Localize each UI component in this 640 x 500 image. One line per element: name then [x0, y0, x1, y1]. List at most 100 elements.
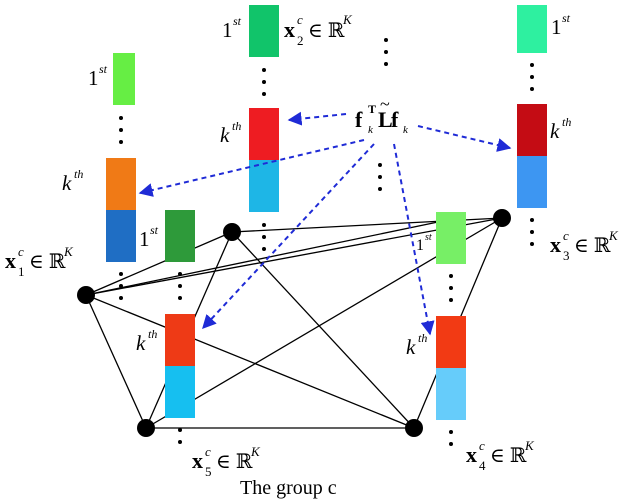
svg-text:th: th: [74, 167, 83, 181]
x3-first-cell: [517, 5, 547, 53]
dots-x2-top: [262, 68, 266, 96]
svg-text:x: x: [466, 442, 477, 467]
svg-text:∈ ℝ: ∈ ℝ: [490, 445, 527, 467]
vector-labels: x 1 c ∈ ℝ K x 2 c ∈ ℝ K x 3 c ∈ ℝ K x 5 …: [5, 12, 619, 479]
svg-text:c: c: [297, 12, 303, 27]
svg-text:1: 1: [551, 15, 562, 39]
ord-x5-k: k th: [136, 327, 157, 355]
svg-text:st: st: [99, 62, 108, 76]
svg-text:1: 1: [416, 237, 424, 254]
edge-x1-a: [85, 231, 233, 296]
svg-text:1: 1: [139, 227, 150, 251]
dots-x4-bottom: [449, 430, 453, 446]
dashed-arrows: [138, 111, 512, 336]
x1-below-cell: [106, 210, 136, 262]
x4-below-cell: [436, 368, 466, 420]
node-x5: [137, 419, 155, 437]
x4-kth-cell: [436, 316, 466, 368]
x5-first-cell: [165, 210, 195, 262]
svg-text:1: 1: [18, 264, 25, 279]
ordinal-labels: 1 st k th 1 st k th 1 st k th 1 st k th: [62, 11, 571, 359]
svg-text:c: c: [18, 244, 24, 259]
group-caption: The group c: [240, 477, 337, 499]
label-x4: x 4 c ∈ ℝ K: [466, 438, 535, 473]
svg-text:K: K: [250, 444, 261, 459]
label-x2: x 2 c ∈ ℝ K: [284, 12, 353, 48]
node-x4: [405, 419, 423, 437]
svg-text:c: c: [205, 444, 211, 459]
dots-x4-top: [449, 274, 453, 302]
formula-sub-k2: k: [403, 124, 409, 136]
svg-text:st: st: [150, 223, 159, 237]
ord-x1-k: k th: [62, 167, 83, 195]
x4-first-cell: [436, 212, 466, 264]
label-x3: x 3 c ∈ ℝ K: [550, 228, 619, 263]
svg-text:x: x: [550, 232, 561, 257]
x2-below-cell: [249, 160, 279, 212]
ord-x3-k: k th: [550, 115, 571, 143]
arrow-to-x3-kth: [417, 125, 512, 152]
formula-sup-T: T: [368, 102, 376, 116]
svg-text:th: th: [418, 331, 427, 345]
svg-text:k: k: [62, 171, 72, 195]
ord-x4-k: k th: [406, 331, 427, 359]
x1-first-cell: [113, 53, 135, 105]
svg-text:∈ ℝ: ∈ ℝ: [216, 451, 253, 473]
arrow-to-x2-kth: [287, 111, 347, 126]
svg-text:st: st: [425, 232, 432, 243]
ord-x3-first: 1 st: [551, 11, 571, 39]
x3-below-cell: [517, 156, 547, 208]
svg-text:th: th: [148, 327, 157, 341]
vector-column-x3: [517, 5, 547, 208]
ord-x2-first: 1 st: [222, 14, 242, 42]
label-x5: x 5 c ∈ ℝ K: [192, 444, 261, 479]
dots-x2-bottom: [262, 223, 266, 251]
svg-text:c: c: [479, 438, 485, 453]
svg-text:∈ ℝ: ∈ ℝ: [574, 235, 611, 257]
svg-text:x: x: [5, 248, 16, 273]
ord-x4-first: 1 st: [416, 232, 432, 254]
formula-f1: f: [355, 107, 363, 132]
svg-text:4: 4: [479, 458, 486, 473]
vector-column-x4: [436, 212, 466, 420]
graph-nodes: [77, 209, 511, 437]
x5-below-cell: [165, 366, 195, 418]
edge-x1-x5: [85, 294, 147, 429]
formula-f2: f: [391, 107, 399, 132]
vector-column-x2: [249, 5, 279, 212]
dots-x3-top: [530, 63, 534, 91]
svg-text:3: 3: [563, 248, 570, 263]
laplacian-formula: f k T L ~ f k: [355, 94, 409, 136]
label-x1: x 1 c ∈ ℝ K: [5, 244, 74, 279]
edge-x1-b: [85, 221, 439, 296]
svg-text:st: st: [562, 11, 571, 25]
svg-text:∈ ℝ: ∈ ℝ: [308, 20, 345, 42]
svg-text:k: k: [136, 331, 146, 355]
node-a: [223, 223, 241, 241]
vector-column-x5: [165, 210, 195, 418]
svg-text:k: k: [220, 123, 230, 147]
ord-x1-first: 1 st: [88, 62, 108, 90]
formula-L: L: [378, 107, 393, 132]
svg-text:2: 2: [297, 33, 304, 48]
svg-text:th: th: [232, 119, 241, 133]
dots-x5-top: [178, 272, 182, 300]
x2-first-cell: [249, 5, 279, 57]
edge-x1-x3: [85, 217, 503, 296]
svg-text:st: st: [233, 14, 242, 28]
ord-x5-first: 1 st: [139, 223, 159, 251]
formula-tilde: ~: [380, 94, 390, 114]
dots-x1-top: [119, 116, 123, 144]
svg-text:1: 1: [88, 66, 99, 90]
svg-text:1: 1: [222, 18, 233, 42]
svg-text:K: K: [342, 12, 353, 27]
dots-x2-right: [384, 38, 388, 66]
svg-text:K: K: [608, 228, 619, 243]
svg-text:5: 5: [205, 464, 212, 479]
x5-kth-cell: [165, 314, 195, 366]
svg-text:K: K: [524, 438, 535, 453]
svg-text:x: x: [192, 448, 203, 473]
arrow-to-x1-kth: [138, 139, 365, 197]
